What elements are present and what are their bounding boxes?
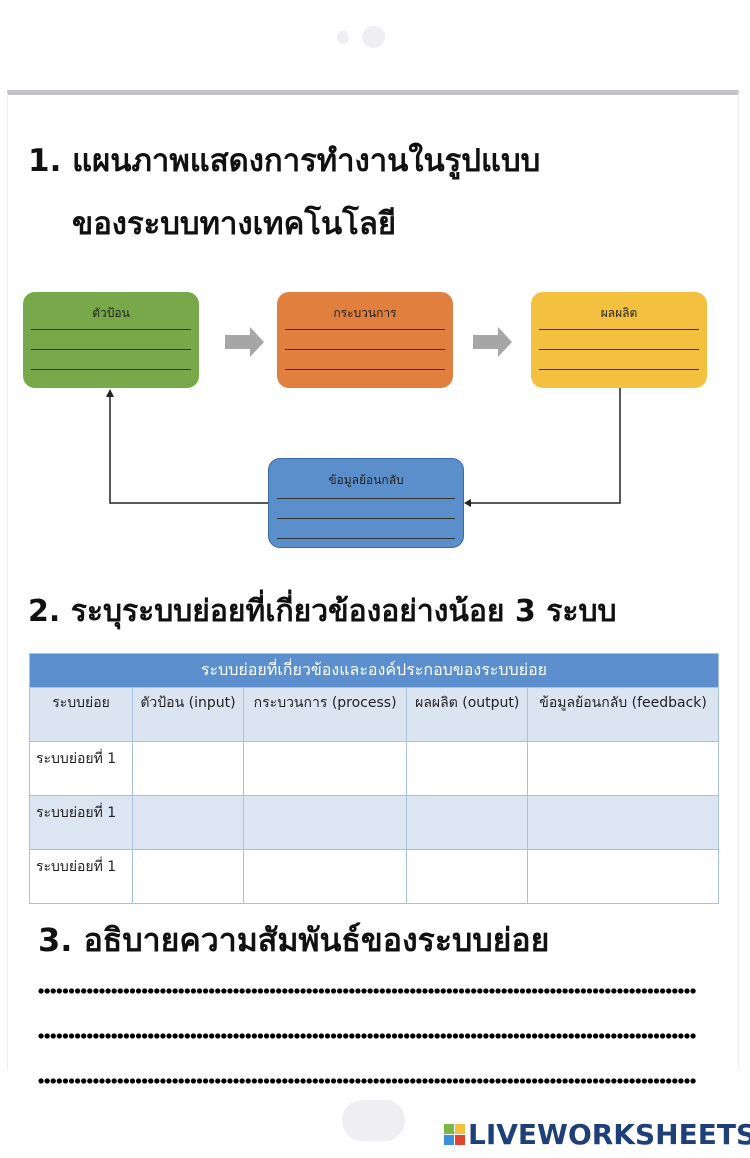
- subsystem-table: ระบบย่อยที่เกี่ยวข้องและองค์ประกอบของระบ…: [28, 653, 719, 904]
- output-label: ผลผลิต: [600, 306, 638, 320]
- answer-cell[interactable]: [406, 741, 529, 796]
- answer-cell[interactable]: [242, 849, 408, 904]
- feedback-label: ข้อมูลย้อนกลับ: [328, 473, 404, 487]
- row-label: ระบบย่อยที่ 1: [28, 849, 134, 904]
- arrow-right-icon: [225, 327, 264, 357]
- answer-cell[interactable]: [527, 849, 719, 904]
- column-header: ผลผลิต (output): [406, 687, 529, 742]
- worksheet-page: [7, 90, 739, 1070]
- answer-cell[interactable]: [132, 849, 244, 904]
- arrowhead-icon: [464, 499, 471, 507]
- section2-title: 2. ระบุระบบย่อยที่เกี่ยวข้องอย่างน้อย 3 …: [28, 594, 617, 629]
- brand-name: LIVEWORKSHEETS: [468, 1118, 750, 1151]
- answer-line[interactable]: [38, 1031, 696, 1041]
- column-header: ตัวป้อน (input): [132, 687, 244, 742]
- arrowhead-icon: [106, 389, 114, 397]
- feedback-to-input-line: [109, 395, 268, 504]
- section1-title-line2: ของระบบทางเทคโนโลยี: [72, 206, 397, 242]
- process-label: กระบวนการ: [333, 306, 397, 320]
- column-header: ระบบย่อย: [28, 687, 134, 742]
- liveworksheets-logo: LIVEWORKSHEETS: [444, 1118, 750, 1151]
- answer-cell[interactable]: [242, 795, 408, 850]
- answer-cell[interactable]: [527, 741, 719, 796]
- answer-line[interactable]: [38, 986, 696, 996]
- live-logo-icon: [444, 1124, 465, 1145]
- answer-line[interactable]: [38, 1076, 696, 1086]
- page-indicator-dot[interactable]: [337, 31, 349, 44]
- section3-title: 3. อธิบายความสัมพันธ์ของระบบย่อย: [38, 921, 550, 959]
- table-title: ระบบย่อยที่เกี่ยวข้องและองค์ประกอบของระบ…: [29, 653, 719, 688]
- scroll-handle[interactable]: [342, 1100, 405, 1141]
- table-row: ระบบย่อยที่ 1: [28, 741, 719, 796]
- feedback-box: ข้อมูลย้อนกลับ: [268, 458, 464, 548]
- table-row: ระบบย่อยที่ 1: [28, 795, 719, 850]
- input-label: ตัวป้อน: [92, 306, 130, 320]
- output-to-feedback-line: [468, 388, 621, 504]
- column-header: ข้อมูลย้อนกลับ (feedback): [527, 687, 719, 742]
- row-label: ระบบย่อยที่ 1: [28, 795, 134, 850]
- row-label: ระบบย่อยที่ 1: [28, 741, 134, 796]
- column-header: กระบวนการ (process): [242, 687, 408, 742]
- answer-cell[interactable]: [406, 849, 529, 904]
- arrow-right-icon: [473, 327, 512, 357]
- answer-cell[interactable]: [132, 741, 244, 796]
- table-row: ระบบย่อยที่ 1: [28, 849, 719, 904]
- input-box: ตัวป้อน: [23, 292, 199, 388]
- answer-cell[interactable]: [132, 795, 244, 850]
- page-indicator-dot-active[interactable]: [362, 26, 385, 48]
- answer-cell[interactable]: [406, 795, 529, 850]
- process-box: กระบวนการ: [277, 292, 453, 388]
- answer-cell[interactable]: [527, 795, 719, 850]
- section1-title-line1: 1. แผนภาพแสดงการทำงานในรูปแบบ: [28, 143, 541, 179]
- answer-cell[interactable]: [242, 741, 408, 796]
- diagram-connectors: [106, 327, 621, 507]
- output-box: ผลผลิต: [531, 292, 707, 388]
